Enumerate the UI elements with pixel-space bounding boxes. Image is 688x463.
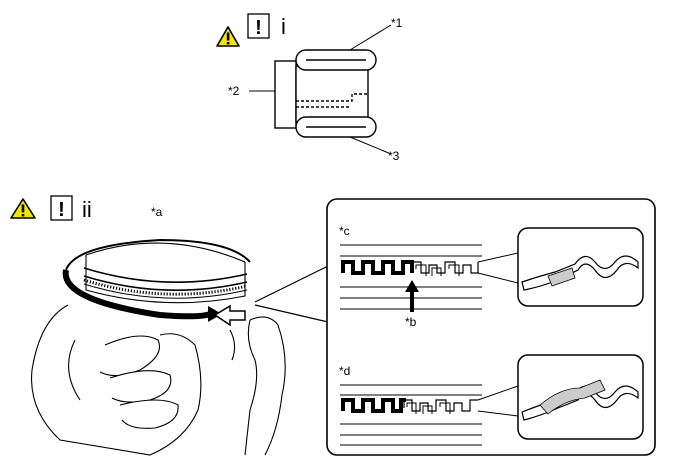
expander-correct: [341, 260, 479, 276]
callout-2: *2: [228, 84, 240, 98]
expander-overlapped: [341, 398, 478, 414]
callout-c: *c: [339, 224, 350, 238]
gap-arrow-icon: [405, 280, 419, 312]
magnifier-lines: [254, 265, 329, 323]
zoom-lines-c: [477, 252, 519, 284]
step-label-ii: ii: [82, 197, 92, 222]
ring-end-correct: [521, 255, 639, 291]
leader-lines-upper: [249, 24, 392, 155]
callout-d: *d: [339, 364, 350, 378]
warning-triangle-icon: [216, 26, 240, 47]
piston-illustration: [62, 238, 251, 322]
caution-exclamation-icon: !: [50, 195, 73, 221]
callout-b: *b: [405, 315, 417, 329]
groove-lines-d: [340, 384, 482, 446]
push-arrow-icon: [213, 304, 246, 327]
ring-end-overlapped: [521, 379, 639, 421]
hands-illustration: [31, 304, 286, 456]
step-label-i: i: [281, 14, 286, 39]
alert-mark-ii: !: [58, 199, 65, 221]
caution-exclamation-icon: !: [247, 13, 270, 39]
warning-triangle-icon: [10, 198, 36, 219]
callout-1: *1: [391, 16, 403, 30]
ring-cross-section: [274, 49, 377, 138]
zoom-lines-d: [477, 385, 519, 417]
callout-a: *a: [151, 205, 163, 219]
alert-mark-i: !: [255, 17, 262, 39]
callout-3: *3: [388, 149, 400, 163]
